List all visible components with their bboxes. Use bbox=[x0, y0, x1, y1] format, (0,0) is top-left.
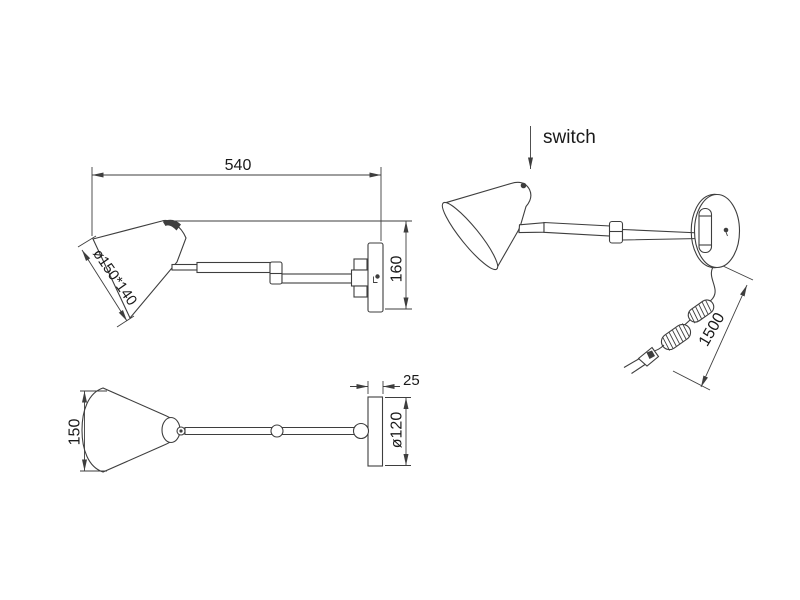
switch-knob-icon bbox=[520, 182, 527, 189]
dim-height-160: 160 bbox=[163, 220, 412, 310]
switch-knob-icon bbox=[163, 219, 181, 231]
wall-plate-side bbox=[367, 242, 384, 313]
lamp-shade-perspective bbox=[441, 181, 532, 271]
wall-plate-top bbox=[367, 396, 384, 467]
wall-plate-perspective bbox=[690, 193, 741, 269]
power-plug-icon bbox=[623, 346, 660, 374]
switch-label: switch bbox=[543, 127, 596, 148]
ball-joint bbox=[352, 422, 370, 440]
dim-150-label: 150 bbox=[67, 419, 84, 446]
cord-coil bbox=[660, 323, 692, 351]
dim-shade-150: 150 bbox=[67, 390, 107, 472]
dim-120-label: ø120 bbox=[389, 412, 406, 449]
swing-arm-top bbox=[176, 424, 369, 438]
dim-plate-depth-25: 25 bbox=[350, 372, 420, 394]
mounting-pillar bbox=[698, 207, 713, 254]
power-cord bbox=[623, 266, 716, 374]
screw-detail bbox=[373, 274, 380, 283]
swing-arm-perspective bbox=[518, 220, 701, 244]
screw-detail bbox=[723, 227, 729, 233]
dim-160-label: 160 bbox=[389, 256, 406, 283]
top-view: 150 25 ø120 bbox=[67, 372, 420, 473]
dim-plate-diameter-120: ø120 bbox=[385, 397, 411, 466]
perspective-view: switch 1500 bbox=[441, 126, 754, 391]
side-view: 540 160 ø150*140 bbox=[77, 157, 412, 328]
pivot-joint bbox=[270, 424, 284, 438]
dim-25-label: 25 bbox=[403, 372, 420, 389]
swing-arm-side bbox=[171, 261, 354, 285]
dim-width-540: 540 bbox=[91, 157, 382, 241]
knuckle-joint bbox=[350, 258, 371, 298]
switch-callout: switch bbox=[528, 126, 596, 169]
dim-540-label: 540 bbox=[225, 157, 252, 174]
elbow-joint bbox=[608, 220, 624, 244]
